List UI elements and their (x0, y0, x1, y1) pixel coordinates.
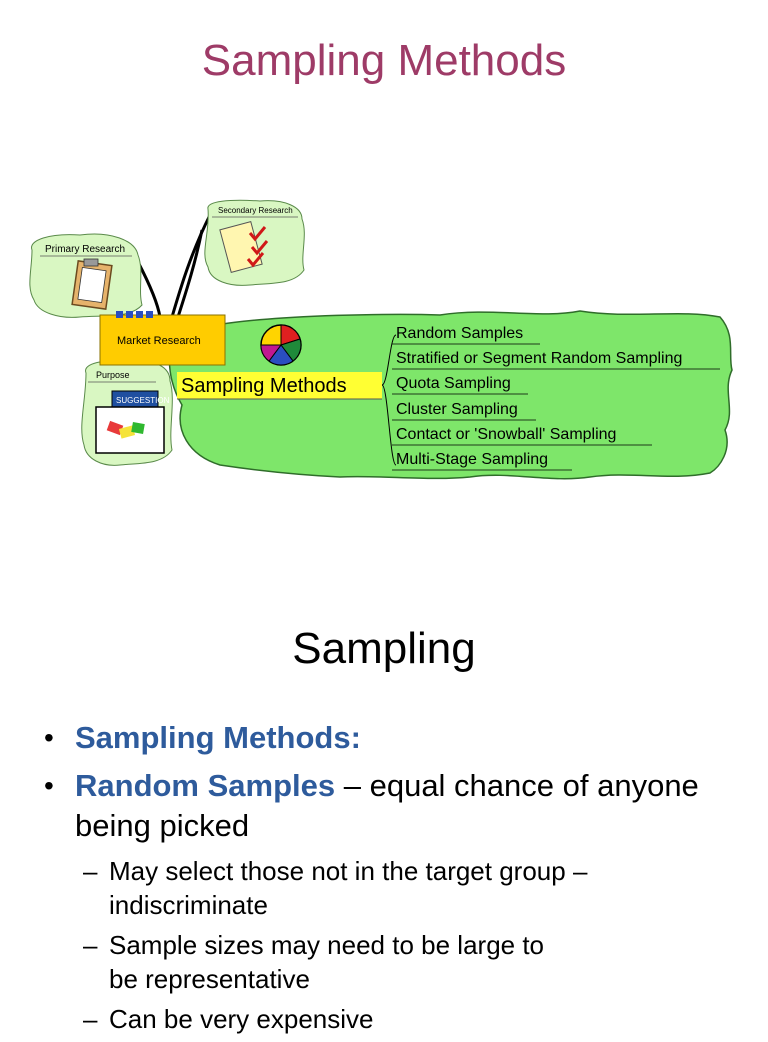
slide-2-title: Sampling (292, 624, 476, 673)
branch-random-samples: Random Samples (396, 325, 523, 342)
bullet-heading: Sampling Methods: (75, 720, 361, 755)
market-research-label: Market Research (117, 335, 201, 347)
sub-bullet-item: – May select those not in the target gro… (83, 854, 744, 922)
clipboard-icon (71, 258, 113, 310)
dash-icon: – (83, 930, 98, 960)
suggestion-box-icon: SUGGESTION (95, 390, 170, 454)
branch-snowball: Contact or 'Snowball' Sampling (396, 426, 616, 443)
sub-bullet-item: – Can be very expensive (83, 1002, 744, 1036)
market-research-box (99, 314, 226, 366)
secondary-research-label: Secondary Research (218, 206, 293, 215)
branch-list: Random Samples Stratified or Segment Ran… (392, 325, 720, 471)
dash-icon: – (83, 1004, 98, 1034)
purpose-label: Purpose (96, 370, 130, 380)
sub-bullet-item: – Sample sizes may need to be large to b… (83, 928, 579, 996)
sampling-mind-map: Primary Research Secondary Research Purp… (29, 199, 733, 480)
branch-cluster: Cluster Sampling (396, 401, 518, 418)
branch-stratified: Stratified or Segment Random Sampling (396, 350, 682, 367)
checklist-icon (219, 220, 269, 274)
branch-quota: Quota Sampling (396, 375, 511, 392)
slide-title: Sampling Methods (201, 36, 567, 85)
pie-chart-icon (260, 324, 302, 366)
bullet-item: • Random Samples – equal chance of anyon… (44, 766, 744, 846)
bullet-dot-icon: • (44, 770, 54, 801)
primary-research-label: Primary Research (45, 244, 125, 255)
sub-bullet-text: Sample sizes may need to be large to be … (109, 930, 545, 994)
bullet-dot-icon: • (44, 722, 54, 753)
bullet-strong-text: Random Samples (75, 768, 336, 803)
central-node-highlight (177, 372, 382, 399)
svg-text:SUGGESTION: SUGGESTION (116, 396, 170, 405)
central-node-label: Sampling Methods (181, 375, 347, 397)
bullet-list: • Sampling Methods: • Random Samples – e… (44, 718, 744, 1042)
sub-bullet-text: Can be very expensive (109, 1004, 374, 1034)
methods-cloud (168, 310, 733, 480)
bullet-item: • Sampling Methods: (44, 718, 744, 758)
branch-multi-stage: Multi-Stage Sampling (396, 451, 548, 468)
sub-bullet-text: May select those not in the target group… (109, 856, 588, 920)
bullet-text: – equal chance of anyone being picked (75, 768, 699, 843)
dash-icon: – (83, 856, 98, 886)
